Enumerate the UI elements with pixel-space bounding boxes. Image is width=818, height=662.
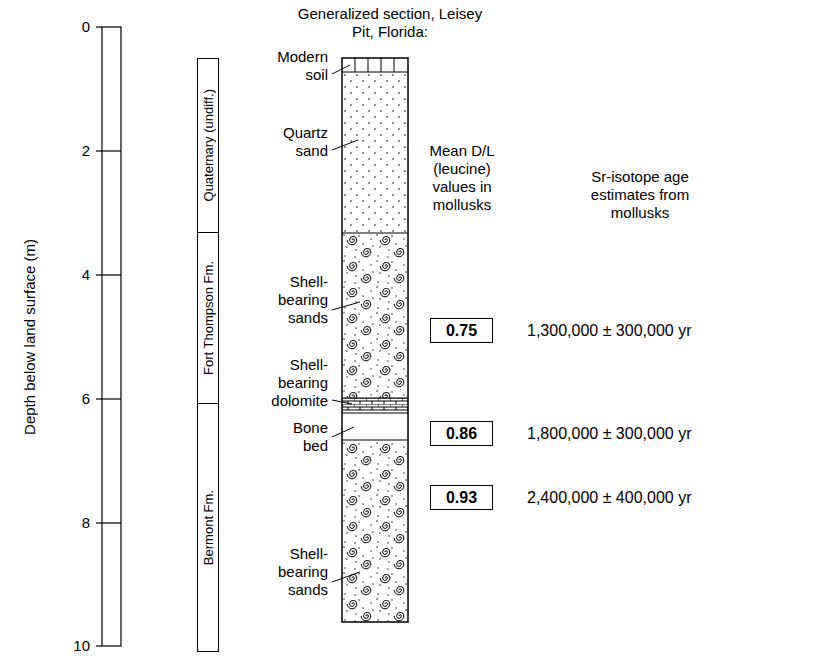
value-box: 0.86 (430, 421, 493, 446)
lithology-label: Shell-bearing sands (268, 545, 328, 599)
age-estimate: 1,800,000 ± 300,000 yr (527, 424, 691, 443)
depth-number: 10 (50, 637, 90, 655)
axis-title: Depth below land surface (m) (21, 239, 39, 435)
column-header: Mean D/L (leucine) values in mollusks (425, 142, 499, 214)
formation-name: Quaternary (undiff.) (201, 89, 216, 201)
depth-bar (102, 27, 121, 646)
formation-band: Fort Thompson Fm. (197, 232, 219, 404)
value-box: 0.93 (430, 485, 493, 510)
depth-ticks (96, 27, 121, 646)
depth-number: 2 (50, 142, 90, 160)
dl-value: 0.86 (446, 424, 477, 443)
formation-band: Bermont Fm. (197, 403, 219, 652)
lithology-label: Bone bed (268, 419, 328, 455)
dl-value: 0.75 (446, 321, 477, 340)
lithology-label: Shell-bearing dolomite (268, 356, 328, 410)
depth-number: 0 (50, 18, 90, 36)
lithology-label: Quartz sand (268, 124, 328, 160)
lithology-label: Shell-bearing sands (268, 273, 328, 327)
formation-band: Quaternary (undiff.) (197, 58, 219, 233)
dl-value: 0.93 (446, 488, 477, 507)
figure-title: Generalized section, Leisey Pit, Florida… (290, 5, 490, 41)
value-box: 0.75 (430, 318, 493, 343)
lithology-label: Modern soil (268, 48, 328, 84)
column-header: Sr-isotope age estimates from mollusks (588, 168, 692, 222)
depth-number: 8 (50, 514, 90, 532)
age-estimate: 2,400,000 ± 400,000 yr (527, 488, 691, 507)
formation-name: Bermont Fm. (201, 490, 216, 565)
depth-number: 6 (50, 390, 90, 408)
depth-number: 4 (50, 266, 90, 284)
formation-name: Fort Thompson Fm. (201, 261, 216, 375)
age-estimate: 1,300,000 ± 300,000 yr (527, 321, 691, 340)
leader-lines (332, 65, 360, 582)
